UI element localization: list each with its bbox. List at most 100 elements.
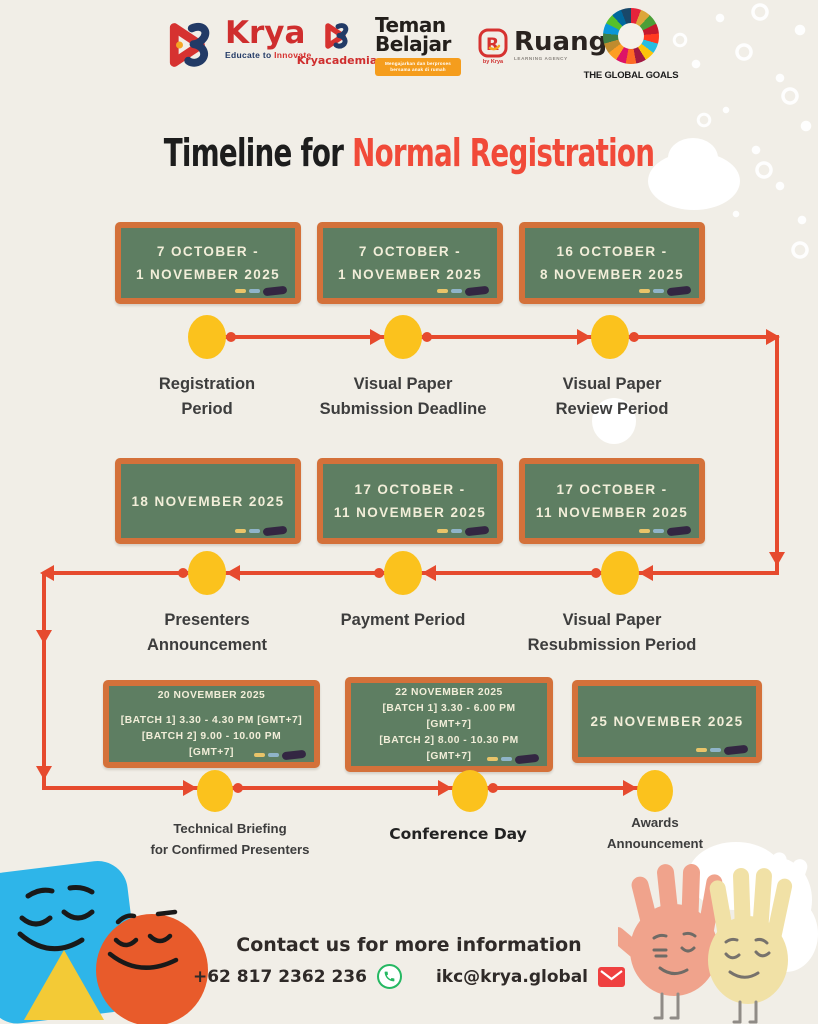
chalk-tray	[254, 749, 307, 761]
label-line: Period	[181, 400, 233, 418]
label-line: Awards	[631, 815, 679, 830]
timeline-joint	[488, 783, 498, 793]
title-prefix: Timeline for	[163, 131, 353, 175]
teman-belajar-word1: Teman	[375, 13, 446, 37]
milestone-dot-conference	[452, 770, 488, 812]
arrow-right-icon	[623, 780, 637, 796]
milestone-dot-briefing	[197, 770, 233, 812]
global-goals-ring-icon	[603, 8, 659, 64]
contact-row: +62 817 2362 236 ikc@krya.global	[0, 964, 818, 989]
milestone-label-resubmission: Visual Paper Resubmission Period	[528, 608, 697, 658]
chalkboard-technical-briefing: 20 NOVEMBER 2025 [BATCH 1] 3.30 - 4.30 P…	[103, 680, 320, 768]
milestone-dot-payment	[384, 551, 422, 595]
board-batch-line: [BATCH 2] 8.00 - 10.30 PM	[379, 734, 519, 746]
ruang-logo-mark: R	[478, 28, 508, 58]
kryacademia-wordmark: Kryacademia	[296, 54, 378, 67]
chalk-tray	[437, 525, 490, 537]
milestone-dot-presenters	[188, 551, 226, 595]
timeline-joint	[374, 568, 384, 578]
mascot-shapes-illustration	[0, 861, 208, 1024]
ruang-by-krya: by Krya	[482, 59, 504, 65]
contact-phone: +62 817 2362 236	[192, 966, 367, 987]
milestone-dot-resubmission	[601, 551, 639, 595]
krya-logo-mark	[169, 23, 210, 67]
eraser-icon	[666, 525, 692, 537]
board-batch-line: [BATCH 2] 9.00 - 10.00 PM	[141, 730, 282, 742]
milestone-label-payment: Payment Period	[341, 608, 466, 633]
arrow-down-icon	[36, 766, 52, 780]
chalkboard-resubmission-period: 17 OCTOBER - 11 NOVEMBER 2025	[519, 458, 705, 544]
timeline-joint	[629, 332, 639, 342]
board-date-line: 17 OCTOBER -	[354, 482, 466, 497]
eraser-icon	[666, 285, 692, 297]
board-batch-line: [GMT+7]	[426, 750, 472, 762]
board-batch-line: [BATCH 1] 3.30 - 4.30 PM [GMT+7]	[120, 714, 303, 726]
chalkboard-conference-day: 22 NOVEMBER 2025 [BATCH 1] 3.30 - 6.00 P…	[345, 677, 553, 772]
timeline-joint	[591, 568, 601, 578]
page-title: Timeline for Normal Registration	[164, 131, 655, 175]
eraser-icon	[723, 744, 749, 756]
chalkboard-review-period: 16 OCTOBER - 8 NOVEMBER 2025	[519, 222, 705, 304]
eraser-icon	[262, 525, 288, 537]
teman-belajar-banner-line2: bersama anak di rumah	[390, 67, 446, 72]
label-line: for Confirmed Presenters	[150, 842, 310, 857]
board-date-line: 7 OCTOBER -	[358, 244, 462, 259]
arrow-right-icon	[766, 329, 780, 345]
milestone-label-awards: Awards Announcement	[607, 812, 703, 854]
eraser-icon	[281, 749, 307, 761]
eraser-icon	[464, 525, 490, 537]
arrow-down-icon	[769, 552, 785, 566]
arrow-left-icon	[422, 565, 436, 581]
ruang-logo: R by Krya Ruang LEARNING AGENCY	[478, 28, 607, 65]
chalkboard-registration-period: 7 OCTOBER - 1 NOVEMBER 2025	[115, 222, 301, 304]
label-line: Registration	[158, 375, 256, 393]
board-date-line: 11 NOVEMBER 2025	[535, 505, 689, 520]
board-date-line: 8 NOVEMBER 2025	[539, 267, 685, 282]
board-date-line: 11 NOVEMBER 2025	[333, 505, 487, 520]
board-batch-line: [GMT+7]	[189, 746, 234, 758]
arrow-right-icon	[183, 780, 197, 796]
board-date-line: 1 NOVEMBER 2025	[135, 267, 281, 282]
teman-belajar-banner-line1: Mengajarkan dan berproses	[384, 61, 451, 66]
chalkboard-payment-period: 17 OCTOBER - 11 NOVEMBER 2025	[317, 458, 503, 544]
milestone-dot-review	[591, 315, 629, 359]
label-line: Resubmission Period	[527, 636, 697, 654]
krya-logo: Krya Educate to Innovate	[162, 16, 311, 74]
eraser-icon	[464, 285, 490, 297]
label-line: Visual Paper	[562, 375, 662, 393]
timeline-joint	[422, 332, 432, 342]
ruang-wordmark: Ruang	[514, 27, 608, 57]
contact-email: ikc@krya.global	[435, 966, 588, 987]
board-batch-line: [GMT+7]	[426, 718, 472, 730]
arrow-right-icon	[577, 329, 591, 345]
milestone-dot-awards	[637, 770, 673, 812]
board-batch-line: [BATCH 1] 3.30 - 6.00 PM	[382, 702, 516, 714]
label-line: Presenters	[164, 611, 250, 629]
whatsapp-icon	[376, 964, 402, 989]
arrow-down-icon	[36, 630, 52, 644]
cloud-decoration	[668, 138, 718, 178]
timeline-line-row1	[207, 335, 779, 339]
krya-tagline-part2: Innovate	[274, 50, 312, 60]
chalk-tray	[235, 285, 288, 297]
board-date-line: 7 OCTOBER -	[156, 244, 260, 259]
label-line: Review Period	[555, 400, 669, 418]
timeline-line-row3	[44, 786, 657, 790]
board-date-line: 16 OCTOBER -	[556, 244, 668, 259]
chalk-tray	[487, 753, 540, 765]
timeline-line-left-vertical	[42, 573, 46, 790]
global-goals-logo: THE GLOBAL GOALS	[584, 8, 679, 81]
label-line: Technical Briefing	[173, 821, 287, 836]
chalk-tray	[696, 744, 749, 756]
cloud-decoration	[592, 398, 636, 444]
arrow-left-icon	[639, 565, 653, 581]
chalkboard-awards-announcement: 25 NOVEMBER 2025	[572, 680, 762, 763]
label-line: Conference Day	[389, 825, 527, 843]
contact-heading: Contact us for more information	[236, 934, 582, 956]
svg-text:R: R	[486, 35, 499, 55]
arrow-right-icon	[438, 780, 452, 796]
teman-belajar-word2: Belajar	[375, 32, 451, 56]
chalk-tray	[639, 285, 692, 297]
ruang-tagline: LEARNING AGENCY	[514, 56, 568, 61]
eraser-icon	[262, 285, 288, 297]
